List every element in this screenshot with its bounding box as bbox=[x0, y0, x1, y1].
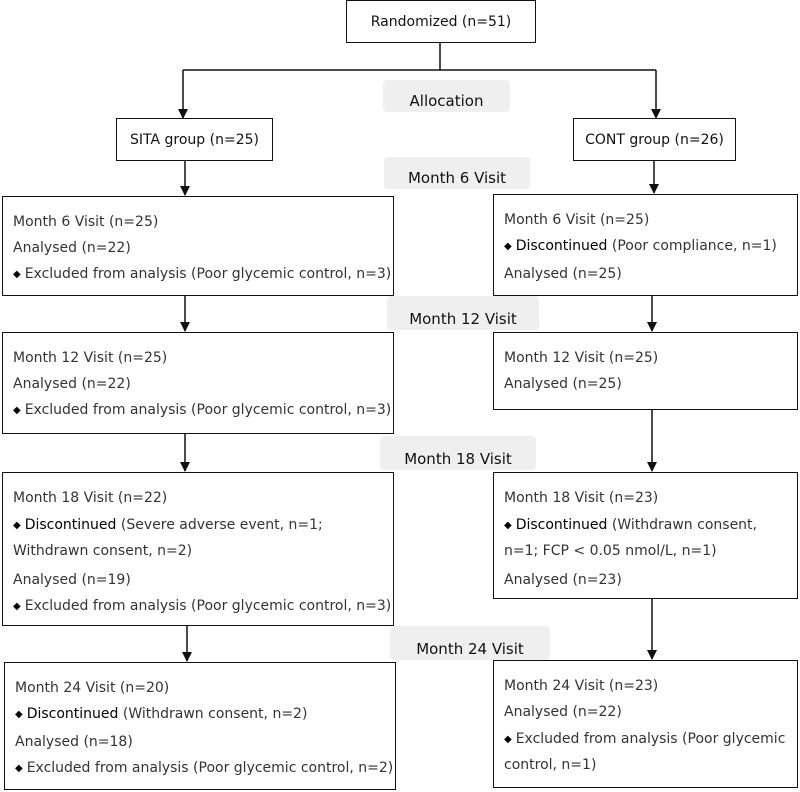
visit-band-label: Month 12 Visit bbox=[409, 310, 517, 328]
discontinued-item: ◆Discontinued (Withdrawn consent, n=2) bbox=[15, 706, 308, 722]
diamond-bullet-icon: ◆ bbox=[15, 763, 23, 774]
analysed-count: Analysed (n=22) bbox=[13, 240, 131, 256]
visit-title: Month 6 Visit (n=25) bbox=[504, 212, 650, 228]
visit-band-label: Month 6 Visit bbox=[407, 169, 507, 187]
visit-band-label: Month 24 Visit bbox=[416, 640, 524, 658]
visit-band-month-6: Month 6 Visit bbox=[384, 157, 530, 189]
cont-month-12-box: Month 12 Visit (n=25) Analysed (n=25) bbox=[493, 332, 798, 410]
diamond-bullet-icon: ◆ bbox=[504, 734, 512, 745]
visit-band-label: Month 18 Visit bbox=[404, 450, 512, 468]
diamond-bullet-icon: ◆ bbox=[15, 709, 23, 720]
analysed-count: Analysed (n=19) bbox=[13, 572, 131, 588]
visit-title: Month 6 Visit (n=25) bbox=[13, 214, 159, 230]
analysed-count: Analysed (n=25) bbox=[504, 266, 622, 282]
analysed-count: Analysed (n=22) bbox=[504, 704, 622, 720]
visit-title: Month 18 Visit (n=23) bbox=[504, 490, 659, 506]
visit-title: Month 12 Visit (n=25) bbox=[13, 350, 168, 366]
diamond-bullet-icon: ◆ bbox=[504, 241, 512, 252]
excluded-item: ◆Excluded from analysis (Poor glycemic c… bbox=[504, 731, 786, 773]
diamond-bullet-icon: ◆ bbox=[504, 520, 512, 531]
randomized-label: Randomized (n=51) bbox=[370, 13, 512, 30]
sita-group-box: SITA group (n=25) bbox=[116, 118, 273, 161]
cont-month-24-box: Month 24 Visit (n=23) Analysed (n=22) ◆E… bbox=[493, 660, 798, 788]
discontinued-item: ◆Discontinued (Poor compliance, n=1) bbox=[504, 238, 777, 254]
visit-band-month-24: Month 24 Visit bbox=[390, 626, 550, 660]
randomized-box: Randomized (n=51) bbox=[346, 0, 536, 43]
visit-title: Month 24 Visit (n=20) bbox=[15, 680, 170, 696]
diamond-bullet-icon: ◆ bbox=[13, 405, 21, 416]
diamond-bullet-icon: ◆ bbox=[13, 520, 21, 531]
analysed-count: Analysed (n=23) bbox=[504, 572, 622, 588]
allocation-band: Allocation bbox=[383, 80, 510, 112]
analysed-count: Analysed (n=22) bbox=[13, 376, 131, 392]
cont-month-6-box: Month 6 Visit (n=25) ◆Discontinued (Poor… bbox=[493, 194, 798, 296]
diamond-bullet-icon: ◆ bbox=[13, 269, 21, 280]
discontinued-item: ◆Discontinued (Withdrawn consent, n=1; F… bbox=[504, 517, 757, 559]
allocation-label: Allocation bbox=[409, 92, 484, 110]
cont-group-label: CONT group (n=26) bbox=[585, 131, 724, 148]
discontinued-item: ◆Discontinued (Severe adverse event, n=1… bbox=[13, 517, 323, 559]
sita-month-12-box: Month 12 Visit (n=25) Analysed (n=22) ◆E… bbox=[2, 332, 394, 434]
sita-month-24-box: Month 24 Visit (n=20) ◆Discontinued (Wit… bbox=[4, 662, 396, 790]
cont-month-18-box: Month 18 Visit (n=23) ◆Discontinued (Wit… bbox=[493, 472, 798, 599]
excluded-item: ◆Excluded from analysis (Poor glycemic c… bbox=[13, 266, 392, 282]
excluded-item: ◆Excluded from analysis (Poor glycemic c… bbox=[13, 402, 392, 418]
visit-band-month-12: Month 12 Visit bbox=[387, 296, 539, 330]
diamond-bullet-icon: ◆ bbox=[13, 601, 21, 612]
visit-title: Month 12 Visit (n=25) bbox=[504, 350, 659, 366]
excluded-item: ◆Excluded from analysis (Poor glycemic c… bbox=[15, 760, 394, 776]
visit-title: Month 18 Visit (n=22) bbox=[13, 490, 168, 506]
visit-band-month-18: Month 18 Visit bbox=[380, 436, 536, 470]
excluded-item: ◆Excluded from analysis (Poor glycemic c… bbox=[13, 598, 392, 614]
cont-group-box: CONT group (n=26) bbox=[573, 118, 736, 161]
analysed-count: Analysed (n=18) bbox=[15, 734, 133, 750]
visit-title: Month 24 Visit (n=23) bbox=[504, 678, 659, 694]
analysed-count: Analysed (n=25) bbox=[504, 376, 622, 392]
sita-month-18-box: Month 18 Visit (n=22) ◆Discontinued (Sev… bbox=[2, 472, 394, 626]
sita-group-label: SITA group (n=25) bbox=[130, 131, 259, 148]
sita-month-6-box: Month 6 Visit (n=25) Analysed (n=22) ◆Ex… bbox=[2, 196, 394, 296]
